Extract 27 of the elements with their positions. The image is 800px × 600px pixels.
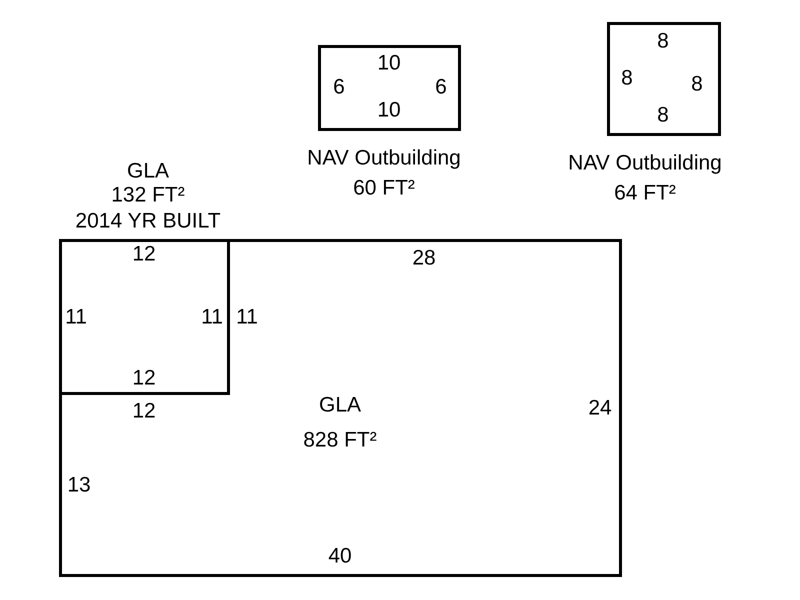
area-label: 64 FT² [614, 181, 676, 205]
dimension-label: 40 [328, 544, 352, 568]
dimension-label: 28 [412, 246, 436, 270]
dimension-label: 8 [657, 29, 669, 53]
dimension-label: 11 [236, 305, 258, 329]
dimension-label: 13 [67, 473, 91, 497]
dimension-label: 6 [333, 75, 345, 99]
dimension-label: 6 [435, 75, 447, 99]
dimension-label: 8 [691, 72, 703, 96]
dimension-label: 10 [377, 98, 401, 122]
dimension-label: 10 [377, 51, 401, 75]
area-name: NAV Outbuilding [307, 146, 461, 170]
area-name: GLA [126, 159, 170, 183]
dimension-label: 11 [65, 305, 87, 329]
area-name: NAV Outbuilding [568, 151, 722, 175]
area-label: 828 FT² [303, 428, 377, 452]
dimension-label: 8 [621, 66, 633, 90]
dimension-label: 8 [657, 103, 669, 127]
area-label: 60 FT² [353, 176, 415, 200]
dimension-label: 12 [132, 399, 156, 423]
area-name: GLA [318, 393, 362, 417]
dimension-label: 24 [588, 396, 612, 420]
dimension-label: 12 [132, 242, 156, 266]
area-label: 2014 YR BUILT [75, 209, 221, 233]
area-label: 132 FT² [111, 183, 185, 207]
dimension-label: 11 [201, 305, 223, 329]
dimension-label: 12 [132, 366, 156, 390]
